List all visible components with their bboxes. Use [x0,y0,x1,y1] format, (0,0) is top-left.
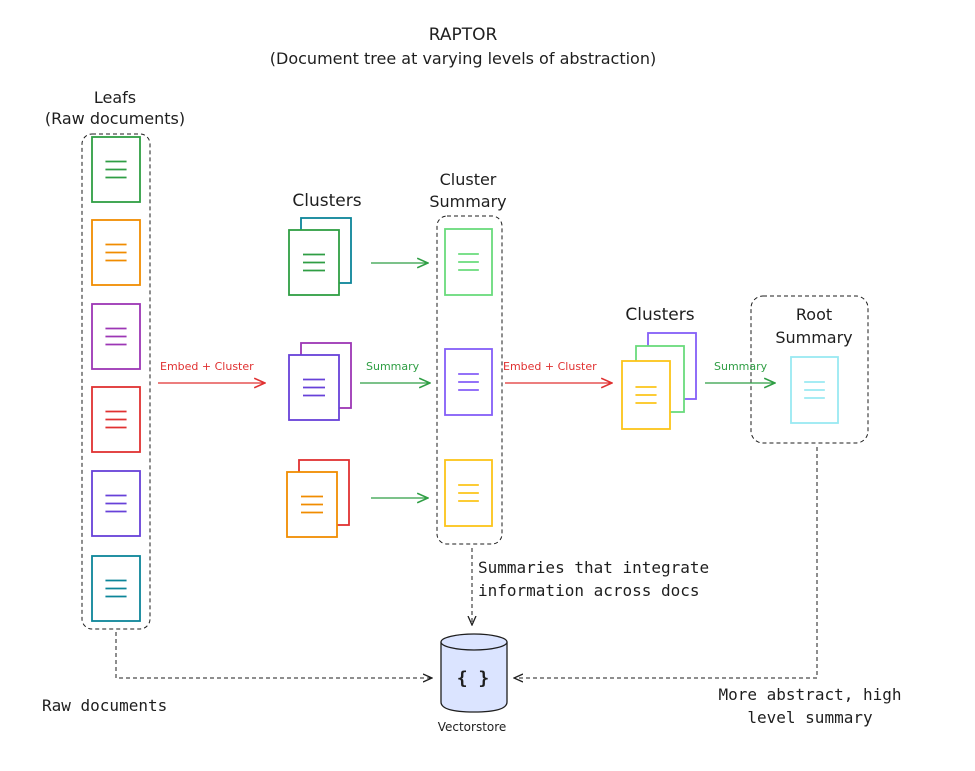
leaf-document-icon [91,303,141,370]
cluster-stack-level-2 [621,332,697,430]
cluster-summary-label: Cluster [440,170,497,189]
leaf-document-icon [91,470,141,537]
leaf-document-icon [91,555,141,622]
clusters-label: Clusters [292,191,361,211]
summary-label-1: Summary [366,360,420,373]
cluster-front-document-icon [288,229,340,296]
leaf-documents [91,136,141,622]
root-summary-document [790,356,839,424]
root-connector [514,447,818,678]
leaf-document-icon [91,386,141,453]
leafs-sublabel: (Raw documents) [45,109,185,128]
leaf-document-icon [91,219,141,286]
cluster-stack [286,459,350,538]
cluster-stack [288,342,352,421]
vectorstore-symbol: { } [457,668,490,689]
summary-label-2: Summary [714,360,768,373]
cluster-summary-container [436,215,503,545]
embed-cluster-label-2: Embed + Cluster [503,360,597,373]
vectorstore-label: Vectorstore [438,720,507,734]
leaf-document-icon [91,136,141,203]
cluster-stack [288,217,352,296]
summary-document-icon [444,348,493,416]
cluster-summary-documents [444,228,493,527]
summary-document-icon [444,459,493,527]
root-summary-label: Root [796,305,832,324]
abstract-note-line2: level summary [747,708,873,727]
cluster-stacks [286,217,352,538]
leafs-container [81,133,151,630]
summaries-note-line2: information across docs [478,581,700,600]
root-summary-sublabel: Summary [775,328,852,347]
diagram-title: RAPTOR [429,25,498,45]
summary-document-icon [444,228,493,296]
raw-documents-note: Raw documents [42,696,167,715]
raw-docs-connector [115,632,432,678]
cluster-front-document-icon [286,471,338,538]
diagram-subtitle: (Document tree at varying levels of abst… [270,49,656,68]
abstract-note-line1: More abstract, high [718,685,901,704]
leafs-label: Leafs [94,88,136,107]
cluster2-front-document-icon [621,360,671,430]
embed-cluster-label-1: Embed + Cluster [160,360,254,373]
vectorstore-icon [440,633,508,713]
cluster-summary-sublabel: Summary [429,192,506,211]
clusters-2-label: Clusters [625,305,694,325]
root-summary-document-icon [790,356,839,424]
summaries-note-line1: Summaries that integrate [478,558,709,577]
cluster-front-document-icon [288,354,340,421]
